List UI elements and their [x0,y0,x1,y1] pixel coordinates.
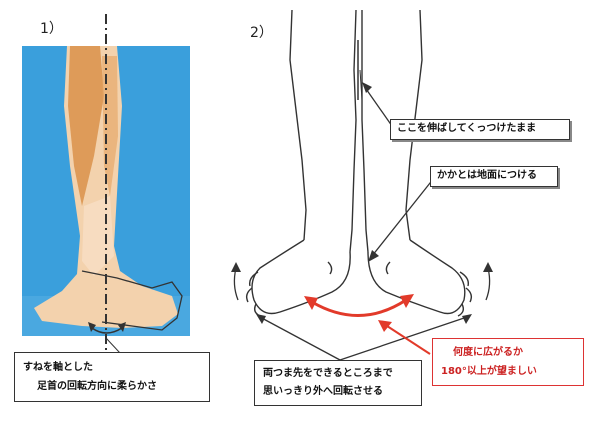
spread-angle-arc [311,298,407,317]
right-toe-arrowhead [483,262,493,272]
rotation-arrowhead-left [88,322,96,332]
toe-spread-line-2: 思いっきり外へ回転させる [263,386,383,397]
left-toe-2 [245,287,253,303]
left-foot [251,239,351,315]
knee-straight-label: ここを伸ばしてくっつけたまま [390,119,570,140]
ankle-flex-line-1: すねを軸とした [23,362,93,373]
heel-ground-label: かかとは地面につける [430,166,558,187]
panel-1-number: 1） [40,21,63,37]
left-leg-outer [289,9,307,241]
left-toe-pointer [257,315,341,361]
right-toe-2 [465,287,473,303]
left-toe-1 [248,271,259,287]
ankle-label-pointer [105,337,121,354]
left-leg-inner [349,9,357,253]
toe-spread-line-1: 両つま先をできるところまで [263,368,393,379]
right-toe-pointer-head [462,314,472,324]
spread-arrowhead-left [304,296,318,310]
left-ankle-bone [327,261,333,275]
ankle-rotation-arc [91,327,123,334]
heel-pointer-head [368,250,379,262]
angle-goal-line-2: 180°以上が望ましい [441,366,537,377]
calf-muscle [68,46,104,206]
knee-contact-line-2 [359,69,363,101]
left-toe-rotation-arrow [233,267,239,301]
angle-goal-label: 何度に広がるか 180°以上が望ましい [432,338,584,386]
ankle-flex-label: すねを軸とした 足首の回転方向に柔らかさ [14,352,210,402]
right-toe-rotation-arrow [485,267,491,301]
angle-goal-pointer-head [378,320,392,332]
right-leg-inner [361,10,369,253]
right-foot [367,239,466,315]
knee-pointer-head [362,82,372,93]
toe-spread-label: 両つま先をできるところまで 思いっきり外へ回転させる [254,360,422,406]
angle-goal-pointer [383,323,431,355]
right-ankle-bone [385,261,391,275]
ankle-flex-line-2: 足首の回転方向に柔らかさ [37,381,157,392]
foot-outline-sketch [81,270,183,331]
legs-outline [245,9,473,317]
spread-arrowhead-right [400,294,414,308]
right-toe-3 [457,303,465,317]
angle-goal-line-1: 何度に広がるか [453,347,523,358]
heel-pointer-line [371,177,435,257]
rotation-arrowhead-right [118,322,126,332]
left-toe-arrowhead [231,262,241,272]
knee-pointer-line [363,85,393,127]
left-toe-pointer-head [256,314,266,324]
panel-2-number: 2） [250,25,273,41]
right-toe-1 [459,271,470,287]
